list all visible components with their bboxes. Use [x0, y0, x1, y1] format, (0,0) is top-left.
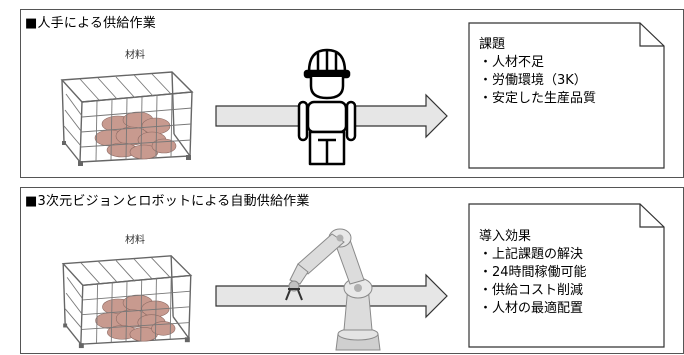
- robot-arm-icon: [285, 228, 381, 351]
- note-item: ・上記課題の解決: [479, 247, 584, 262]
- note-item: ・安定した生産品質: [479, 91, 597, 106]
- note-icon: [468, 22, 665, 169]
- material-label: 材料: [125, 50, 145, 61]
- wire-basket-icon: [60, 71, 194, 166]
- panel-title: ■人手による供給作業: [25, 16, 156, 31]
- material-label: 材料: [125, 235, 145, 246]
- effects-note: 導入効果 ・上記課題の解決 ・24時間稼働可能 ・供給コスト削減 ・人材の最適配…: [479, 228, 587, 318]
- note-item: ・供給コスト削減: [479, 283, 584, 298]
- note-heading: 課題: [479, 37, 506, 52]
- note-item: ・人材不足: [479, 55, 545, 70]
- worker-icon: [297, 48, 357, 166]
- note-item: ・人材の最適配置: [479, 301, 584, 316]
- note-item: ・労働環境（3K）: [479, 73, 587, 88]
- note-item: ・24時間稼働可能: [479, 265, 587, 280]
- note-heading: 導入効果: [479, 229, 532, 244]
- wire-basket-icon: [61, 255, 193, 349]
- note-icon: [468, 203, 665, 348]
- panel-title: ■3次元ビジョンとロボットによる自動供給作業: [25, 194, 310, 209]
- issues-note: 課題 ・人材不足 ・労働環境（3K） ・安定した生産品質: [479, 36, 596, 108]
- arrow-icon: [215, 273, 448, 319]
